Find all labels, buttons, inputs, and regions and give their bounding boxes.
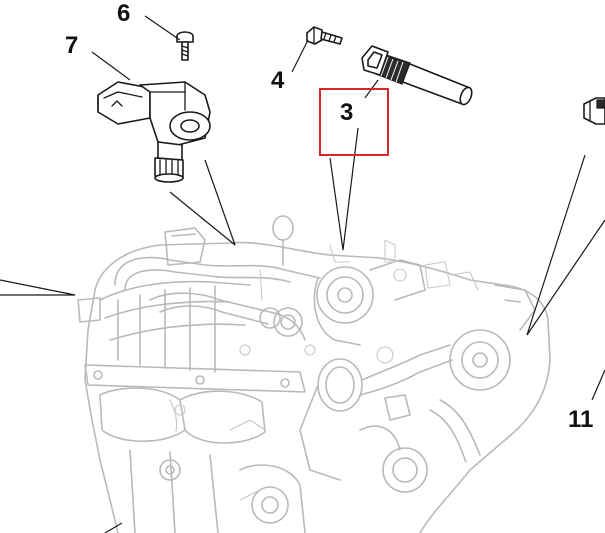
callout-3-highlight-box xyxy=(319,88,389,156)
leader-lines xyxy=(0,15,605,533)
part-3-sensor xyxy=(361,45,473,106)
part-4-bolt xyxy=(306,26,343,45)
callout-4: 4 xyxy=(271,67,285,94)
callout-6: 6 xyxy=(117,0,131,27)
part-6-screw xyxy=(176,31,194,61)
callout-11: 11 xyxy=(568,406,594,433)
callout-3: 3 xyxy=(340,99,354,126)
callout-7: 7 xyxy=(65,32,79,59)
part-11-fitting xyxy=(583,97,605,125)
part-7-sensor xyxy=(97,81,211,183)
engine-assembly xyxy=(77,215,551,533)
